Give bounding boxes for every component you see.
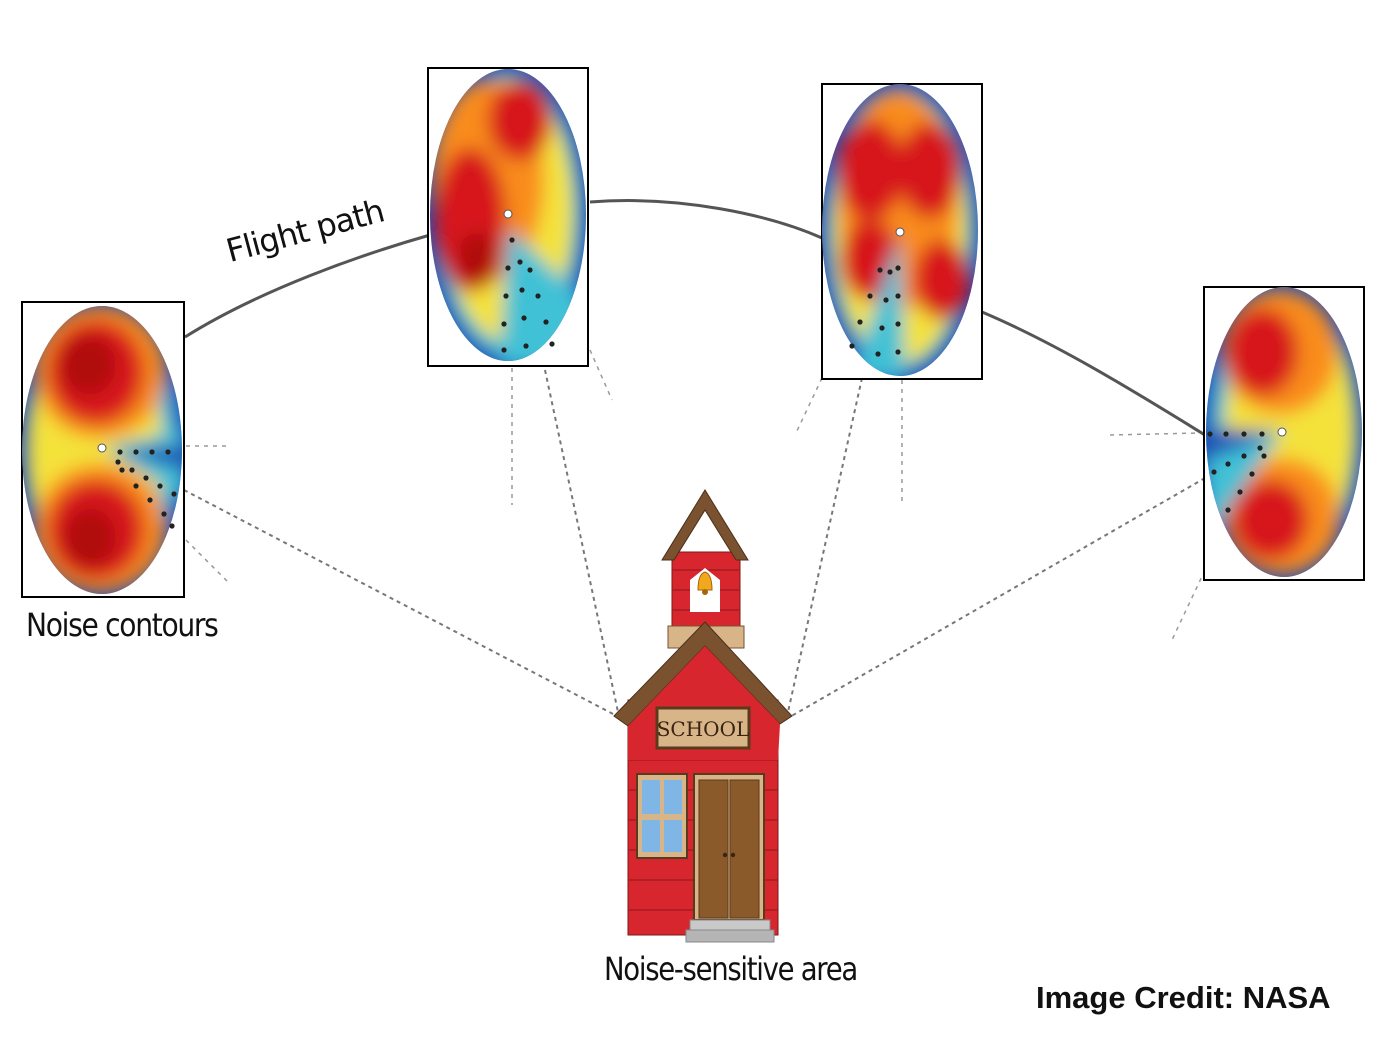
noise-sensitive-area-label: Noise-sensitive area xyxy=(604,950,858,988)
school-door xyxy=(693,773,765,921)
noise-contour-panel-3 xyxy=(821,83,983,380)
schoolhouse-icon: SCHOOL xyxy=(613,489,793,943)
school-sign: SCHOOL xyxy=(657,717,750,741)
noise-contour-panel-1 xyxy=(21,301,185,598)
extension-rays xyxy=(185,349,1206,641)
flight-path-line xyxy=(184,199,1206,437)
noise-contours-label: Noise contours xyxy=(26,606,219,644)
school-window xyxy=(636,773,688,859)
sightlines-to-school xyxy=(183,369,1206,719)
image-credit: Image Credit: NASA xyxy=(1036,980,1331,1015)
noise-contour-panel-4 xyxy=(1203,286,1365,581)
noise-contour-panel-2 xyxy=(427,67,589,367)
bell-icon xyxy=(697,571,713,595)
